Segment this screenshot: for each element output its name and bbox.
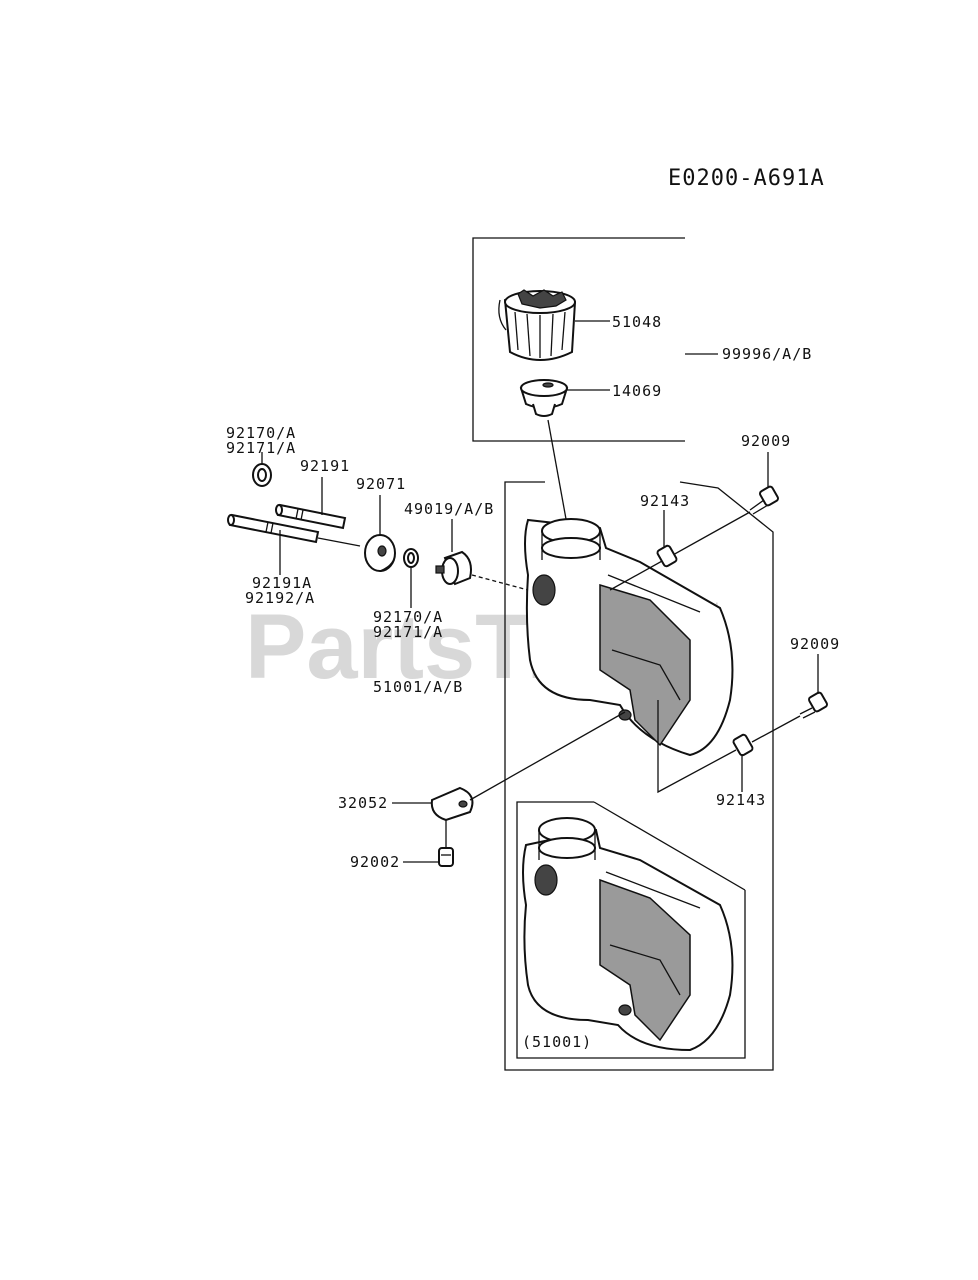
fuel-tank-icon[interactable] bbox=[524, 518, 734, 757]
fuel-filter-icon[interactable] bbox=[435, 550, 472, 586]
grommet-plate-icon[interactable] bbox=[364, 534, 396, 572]
bracket-line-lower bbox=[657, 700, 737, 794]
axis-filter-to-tank bbox=[471, 574, 529, 591]
bolt-lower-icon[interactable] bbox=[799, 691, 828, 719]
collar-lower-icon[interactable] bbox=[732, 733, 754, 757]
label-99996: 99996/A/B bbox=[722, 345, 812, 363]
axis-hose-lower bbox=[317, 537, 361, 547]
collar-upper-icon[interactable] bbox=[656, 544, 678, 568]
label-92143-lower: 92143 bbox=[716, 791, 766, 809]
label-92171-top: 92171/A bbox=[226, 439, 296, 457]
bracket-bolt-icon[interactable] bbox=[438, 820, 454, 867]
axis-bolt-lower bbox=[751, 715, 801, 743]
label-49019: 49019/A/B bbox=[404, 500, 494, 518]
label-51001: 51001/A/B bbox=[373, 678, 463, 696]
alt-tank-frame-diag bbox=[593, 801, 746, 891]
hose-lower-icon[interactable] bbox=[227, 513, 320, 544]
label-92009-lower: 92009 bbox=[790, 635, 840, 653]
label-92071: 92071 bbox=[356, 475, 406, 493]
label-92191A: 92191A bbox=[252, 574, 312, 592]
tank-bracket-icon[interactable] bbox=[430, 786, 474, 822]
diagram-code: E0200-A691A bbox=[668, 166, 825, 191]
hose-upper-icon[interactable] bbox=[275, 503, 347, 530]
label-51001-alt: (51001) bbox=[522, 1033, 592, 1051]
grommet-mid-icon[interactable] bbox=[403, 548, 419, 568]
label-92143-upper: 92143 bbox=[640, 492, 690, 510]
label-92171-mid: 92171/A bbox=[373, 623, 443, 641]
label-92170-mid: 92170/A bbox=[373, 608, 443, 626]
cap-gasket-icon[interactable] bbox=[519, 379, 569, 417]
label-92170-top: 92170/A bbox=[226, 424, 296, 442]
fuel-cap-icon[interactable] bbox=[498, 289, 577, 361]
bolt-upper-icon[interactable] bbox=[749, 485, 779, 515]
label-92192: 92192/A bbox=[245, 589, 315, 607]
label-92191: 92191 bbox=[300, 457, 350, 475]
alt-tank-frame bbox=[516, 801, 746, 1059]
cap-kit-frame bbox=[472, 237, 685, 442]
fuel-tank-alt-icon[interactable] bbox=[522, 817, 734, 1052]
label-92009-upper: 92009 bbox=[741, 432, 791, 450]
label-32052: 32052 bbox=[338, 794, 388, 812]
tank-frame bbox=[504, 481, 774, 1071]
axis-bolt-upper bbox=[609, 511, 751, 591]
leader-cap-to-tank bbox=[547, 419, 569, 531]
label-92002: 92002 bbox=[350, 853, 400, 871]
label-14069: 14069 bbox=[612, 382, 662, 400]
grommet-top-icon[interactable] bbox=[252, 463, 272, 487]
axis-bracket-to-tank bbox=[469, 711, 626, 801]
label-51048: 51048 bbox=[612, 313, 662, 331]
